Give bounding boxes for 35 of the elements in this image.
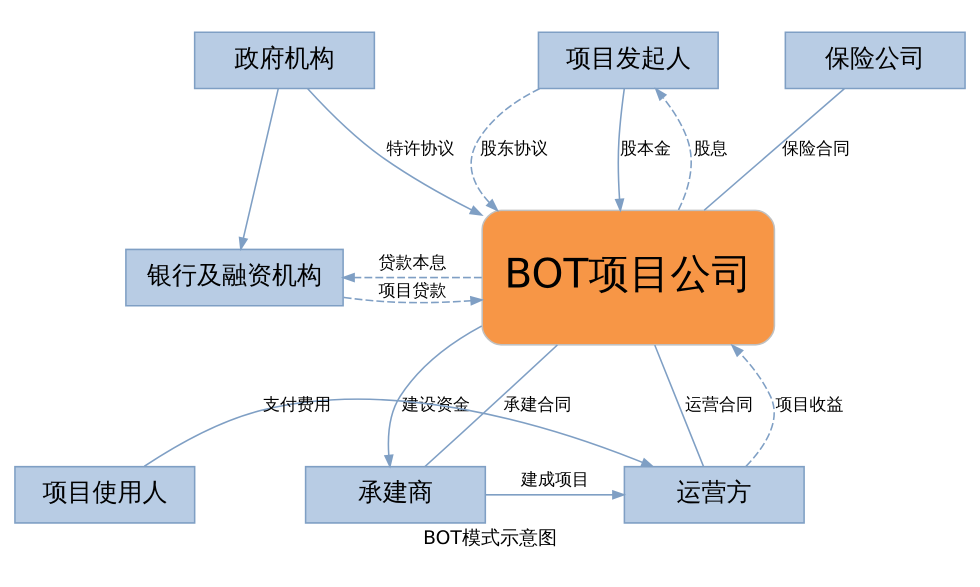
arrow [144,398,656,468]
edge-label: 股息 [693,138,728,158]
arrow [486,489,626,500]
arrow [614,88,626,212]
caption: BOT模式示意图 [423,528,557,549]
edge-label: 承建合同 [504,394,572,415]
connector [654,344,704,466]
arrow [654,86,692,210]
arrow [344,295,484,306]
node-box: 运营方 [624,465,805,524]
node-box: 承建商 [304,465,486,524]
edge-label: 保险合同 [782,138,850,158]
edge-label: 运营合同 [684,394,753,415]
edge-label: 项目收益 [776,394,844,415]
edge-label: 建成项目 [520,470,589,490]
connector [704,88,845,210]
node-box: 项目发起人 [538,30,719,89]
node-box: 银行及融资机构 [125,248,344,306]
edge-label: 项目贷款 [378,280,447,301]
node-box: 保险公司 [784,30,966,89]
node-box: BOT项目公司 [481,209,776,346]
arrow [384,324,482,468]
arrow [238,88,280,251]
arrow [307,88,484,216]
edge-label: 股本金 [620,138,671,158]
node-box: 项目使用人 [14,465,196,524]
edge-label: 支付费用 [263,394,332,415]
node-box: 政府机构 [194,30,376,89]
connector [424,344,558,467]
arrow [340,272,482,282]
arrow [470,87,540,212]
edge-label: 贷款本息 [378,252,447,272]
edge-label: 特许协议 [386,138,454,158]
edge-label: 股东协议 [480,138,548,158]
arrow [730,343,775,466]
